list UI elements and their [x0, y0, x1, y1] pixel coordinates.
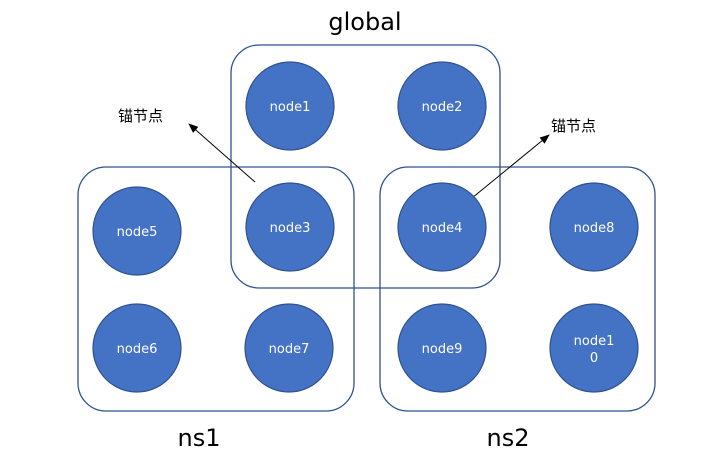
node-node8-label: node8	[574, 221, 615, 236]
node-node5-label: node5	[117, 225, 158, 240]
group-ns1-box	[77, 166, 355, 412]
node-node1-label: node1	[270, 100, 311, 115]
group-ns2-box	[379, 166, 656, 412]
anchor-label-left: 锚节点	[118, 107, 163, 125]
node-node9[interactable]: node9	[397, 303, 487, 393]
node-node6-label: node6	[117, 342, 158, 357]
node-node9-label: node9	[422, 342, 463, 357]
node-node10-label-line2: 0	[590, 351, 598, 366]
node-node3[interactable]: node3	[245, 182, 335, 272]
group-global-label: global	[328, 8, 401, 36]
node-node2[interactable]: node2	[397, 61, 487, 151]
node-node10[interactable]: node1 0	[549, 303, 639, 393]
node-node3-label: node3	[270, 221, 311, 236]
node-node7[interactable]: node7	[244, 303, 334, 393]
node-node10-label-line1: node1	[574, 334, 615, 349]
node-node8[interactable]: node8	[549, 182, 639, 272]
anchor-arrow-right	[471, 134, 550, 199]
node-node2-label: node2	[422, 100, 463, 115]
anchor-label-right: 锚节点	[551, 117, 596, 135]
node-node6[interactable]: node6	[92, 303, 182, 393]
node-node5[interactable]: node5	[92, 186, 182, 276]
anchor-arrow-left	[188, 123, 256, 183]
group-ns2-label: ns2	[487, 424, 530, 452]
group-ns1-label: ns1	[178, 424, 221, 452]
node-node1[interactable]: node1	[245, 61, 335, 151]
node-node4[interactable]: node4	[397, 182, 487, 272]
node-node7-label: node7	[269, 342, 310, 357]
node-node4-label: node4	[422, 221, 463, 236]
